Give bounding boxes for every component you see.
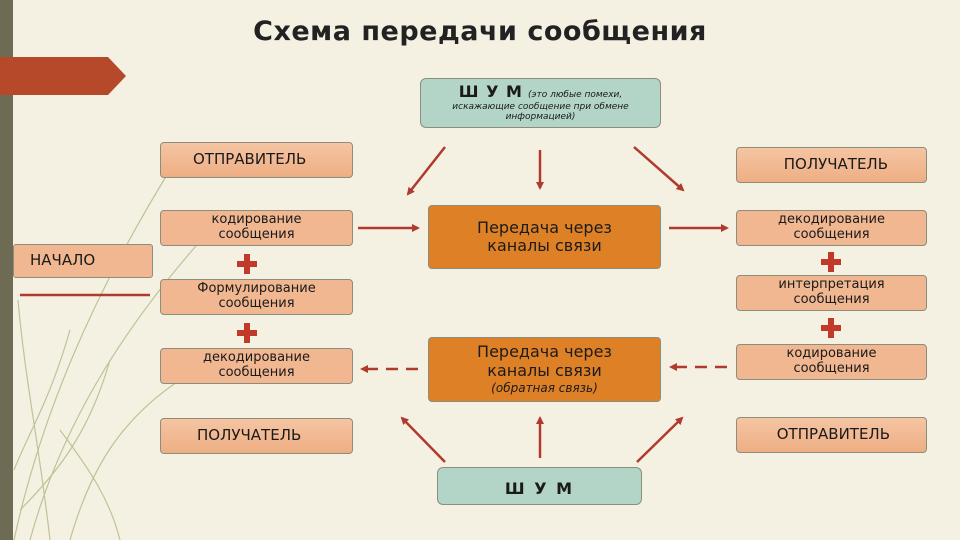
left-formulating-box: Формулирование сообщения	[160, 279, 353, 315]
left-decoding-line2: сообщения	[218, 365, 295, 380]
noise-top-note-3: информацией)	[505, 112, 576, 123]
right-decoding-line2: сообщения	[793, 227, 870, 242]
right-decoding-box: декодирование сообщения	[736, 210, 927, 246]
right-receiver-label: ПОЛУЧАТЕЛЬ	[783, 155, 888, 174]
right-encoding-box: кодирование сообщения	[736, 344, 927, 380]
channel-box-feedback: Передача через каналы связи (обратная св…	[428, 337, 661, 402]
arrow-noise-top-left	[406, 146, 446, 196]
page-title: Схема передачи сообщения	[253, 16, 707, 47]
plus-icon-left-1	[237, 254, 257, 274]
left-decorative-stripe	[0, 0, 13, 540]
start-box: НАЧАЛО	[13, 244, 153, 278]
title-accent-tab	[0, 57, 126, 95]
right-sender-label: ОТПРАВИТЕЛЬ	[776, 425, 890, 444]
channel-feedback-note: (обратная связь)	[491, 380, 598, 395]
left-decoding-line1: декодирование	[202, 350, 310, 366]
noise-top-note-2: искажающие сообщение при обмене	[452, 101, 629, 112]
right-interpretation-line1: интерпретация	[778, 277, 885, 293]
arrow-noise-bottom-left	[400, 416, 446, 463]
right-sender-box: ОТПРАВИТЕЛЬ	[736, 417, 927, 453]
right-decoding-line1: декодирование	[777, 212, 885, 228]
channel-box-forward: Передача через каналы связи	[428, 205, 661, 269]
left-formulating-line1: Формулирование	[197, 281, 316, 297]
right-interpretation-box: интерпретация сообщения	[736, 275, 927, 311]
right-interpretation-line2: сообщения	[793, 292, 870, 307]
left-sender-label: ОТПРАВИТЕЛЬ	[193, 150, 307, 169]
right-receiver-box: ПОЛУЧАТЕЛЬ	[736, 147, 927, 183]
noise-bottom-label: Ш У М	[504, 478, 575, 498]
left-formulating-line2: сообщения	[218, 296, 295, 311]
start-label: НАЧАЛО	[30, 251, 96, 270]
left-receiver-box: ПОЛУЧАТЕЛЬ	[160, 418, 353, 454]
left-encoding-line2: сообщения	[218, 227, 295, 242]
right-encoding-line2: сообщения	[793, 361, 870, 376]
noise-top-label: Ш У М	[458, 82, 523, 102]
plus-icon-left-2	[237, 323, 257, 343]
noise-bottom-box: Ш У М	[437, 467, 642, 505]
channel-feedback-line2: каналы связи	[487, 360, 602, 380]
arrow-noise-top-right	[633, 146, 685, 192]
arrow-noise-bottom-right	[636, 416, 684, 463]
noise-top-note-1: (это любые помехи,	[528, 90, 623, 101]
channel-feedback-line1: Передача через	[477, 342, 612, 362]
left-encoding-box: кодирование сообщения	[160, 210, 353, 246]
plus-icon-right-1	[821, 252, 841, 272]
plus-icon-right-2	[821, 318, 841, 338]
channel-forward-line2: каналы связи	[487, 236, 602, 255]
left-receiver-label: ПОЛУЧАТЕЛЬ	[197, 426, 302, 445]
right-encoding-line1: кодирование	[786, 346, 877, 362]
left-encoding-line1: кодирование	[211, 212, 302, 228]
channel-forward-line1: Передача через	[477, 217, 612, 237]
left-sender-box: ОТПРАВИТЕЛЬ	[160, 142, 353, 178]
left-decoding-box: декодирование сообщения	[160, 348, 353, 384]
noise-top-box: Ш У М (это любые помехи, искажающие сооб…	[420, 78, 661, 128]
